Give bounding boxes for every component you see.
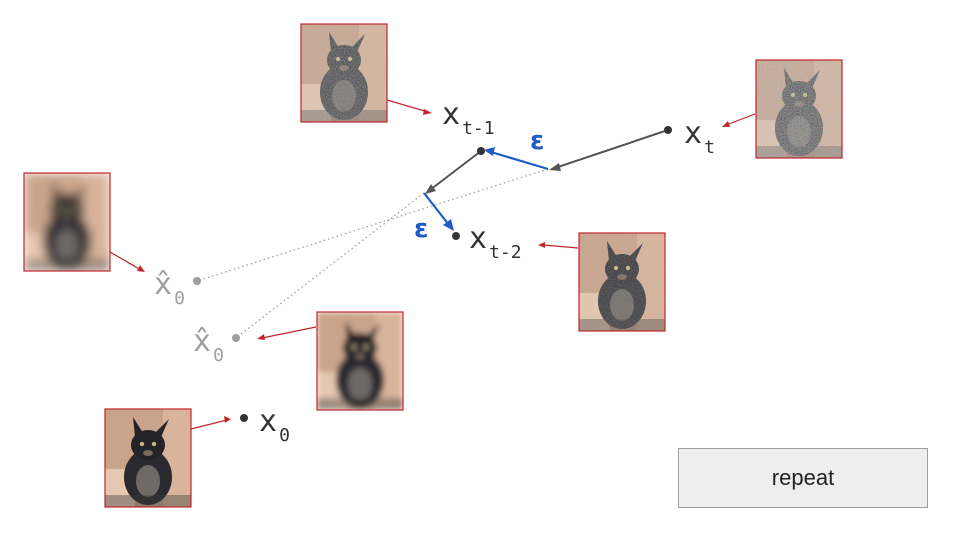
dotted-line-to-x0-hat-a	[196, 168, 549, 282]
point-x-t-2	[452, 232, 460, 240]
thumbnail-x0	[104, 408, 192, 508]
arrowhead-xt1	[425, 184, 436, 194]
epsilon-label-1: ε	[530, 126, 544, 156]
thumbnail-x-t	[755, 59, 843, 159]
path-arrow-xt	[554, 129, 669, 169]
noise-step-arrow-2	[423, 192, 450, 226]
point-x-t-1	[477, 147, 485, 155]
noise-arrowhead-1	[484, 147, 495, 156]
pointer-arrows	[109, 99, 756, 430]
label-x0-hat-a: x̂0	[154, 267, 185, 309]
label-x0-hat-b: x̂0	[193, 324, 224, 366]
pointer-arrow-x-t1	[386, 99, 429, 113]
pointer-arrowhead-x-t	[722, 121, 730, 127]
thumbnail-x0-hat-b	[316, 311, 404, 411]
pointer-arrowhead-x0	[224, 416, 231, 423]
thumbnail-x0-hat-a	[23, 172, 111, 272]
pointer-arrow-x0-hat-b	[261, 326, 317, 339]
noise-arrowhead-2	[443, 219, 454, 231]
noise-step-arrow-1	[490, 150, 549, 171]
thumbnail-x-t-2	[578, 232, 666, 332]
pointer-arrowhead-x0-hat-a	[137, 265, 145, 272]
point-x0	[240, 414, 248, 422]
pointer-arrow-x0	[190, 419, 228, 430]
pointer-arrowhead-x-t1	[423, 109, 432, 115]
point-x0-hat-b	[232, 334, 240, 342]
pointer-arrow-x-t2	[542, 244, 579, 249]
thumbnail-x-t-1	[300, 23, 388, 123]
path-arrow-xt1	[429, 150, 482, 191]
pointer-arrow-x0-hat-a	[109, 251, 142, 271]
pointer-arrowhead-x0-hat-b	[257, 334, 265, 340]
pointer-arrow-x-t	[725, 113, 756, 126]
arrowhead-xt	[549, 163, 561, 171]
epsilon-label-2: ε	[414, 214, 428, 244]
point-x-t	[664, 126, 672, 134]
repeat-button[interactable]: repeat	[678, 448, 928, 508]
point-x0-hat-a	[193, 277, 201, 285]
pointer-arrowhead-x-t2	[538, 242, 545, 248]
